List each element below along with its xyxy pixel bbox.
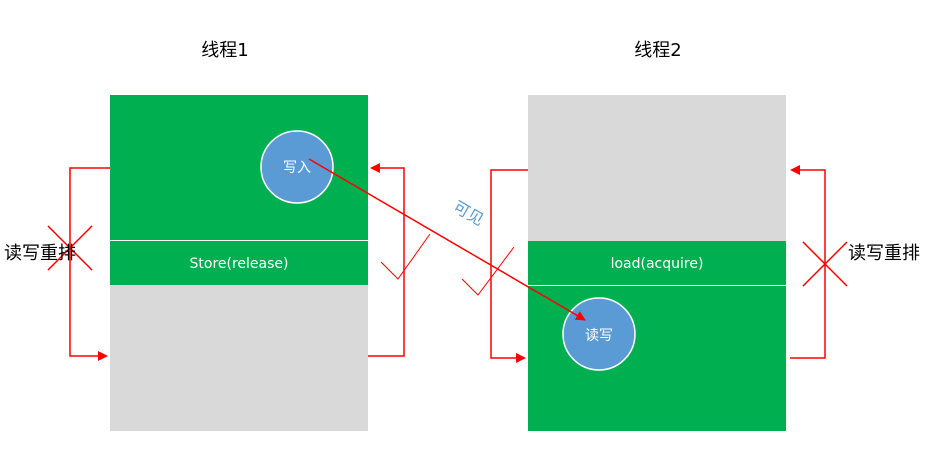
thread2-right-cross-b <box>802 241 848 287</box>
thread1-left-bracket <box>69 167 110 357</box>
thread2-left-bracket <box>490 169 528 359</box>
thread1-lower-block <box>110 285 368 431</box>
thread2-title: 线程2 <box>634 40 681 61</box>
thread1-reorder-label: 读写重排 <box>4 243 76 264</box>
thread1-barrier-block <box>110 241 368 285</box>
thread1-right-arrowhead <box>370 163 380 173</box>
thread2-left-arrowhead <box>516 353 526 363</box>
thread2-left-check <box>461 246 515 296</box>
thread2-reorder-label: 读写重排 <box>848 243 920 264</box>
thread2-barrier-label: load(acquire) <box>611 256 704 272</box>
thread1-left-arrowhead <box>98 351 108 361</box>
thread1-left-cross-b <box>47 225 93 271</box>
thread1-right-bracket <box>368 167 405 357</box>
thread1-write-label: 写入 <box>283 160 311 176</box>
thread1-right-check <box>380 233 431 280</box>
thread2-upper-block <box>528 95 786 241</box>
thread2-right-arrowhead <box>790 165 800 175</box>
visibility-arrow <box>308 158 586 321</box>
thread2-right-bracket <box>790 169 826 359</box>
thread2-lower-block <box>528 286 786 431</box>
thread1-title: 线程1 <box>201 40 248 61</box>
thread1-barrier-label: Store(release) <box>190 256 289 272</box>
thread1-write-circle <box>260 130 334 204</box>
thread2-readwrite-label: 读写 <box>585 327 613 344</box>
thread2-barrier-block <box>528 241 786 285</box>
visibility-label: 可见 <box>450 197 487 229</box>
